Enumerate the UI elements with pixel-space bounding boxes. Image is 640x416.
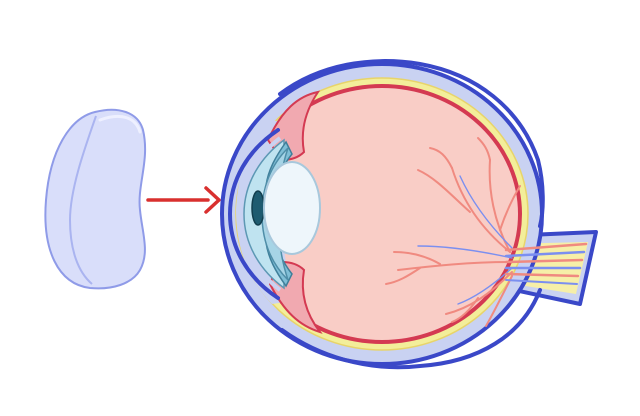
vessel: [451, 297, 479, 323]
contact-lens-rim: [68, 115, 97, 285]
nerve-fibre: [504, 250, 586, 258]
sclera-outline: [278, 59, 545, 370]
nerve-fibre: [504, 272, 580, 278]
vessel: [451, 167, 511, 253]
vessel: [488, 159, 511, 253]
arrow: [146, 186, 221, 214]
cornea: [227, 128, 282, 300]
vessel: [499, 185, 521, 231]
nerve-fibre: [505, 279, 578, 285]
vessel: [445, 271, 513, 315]
nerve-fibre: [504, 258, 584, 264]
vessel: [397, 261, 511, 271]
vessel: [477, 137, 491, 161]
nerve-fibre: [504, 242, 588, 252]
cornea-inner-line: [239, 136, 282, 292]
contact-lens: [44, 108, 147, 290]
vitreous-body: [250, 92, 514, 336]
vessel: [417, 169, 471, 213]
cornea-outer: [227, 128, 280, 300]
vessel: [393, 251, 441, 265]
retinal-arteries: [385, 137, 521, 327]
contact-lens-highlight: [98, 115, 142, 134]
optic-nerve-fibres: [504, 242, 588, 285]
contact-lens-body: [44, 108, 147, 290]
vessel: [417, 245, 513, 259]
vessel: [385, 267, 421, 285]
vessel: [459, 175, 513, 249]
pupil: [251, 190, 265, 226]
crystalline-lens: [263, 161, 321, 255]
vessel: [429, 147, 453, 169]
arrow-head: [204, 186, 221, 214]
